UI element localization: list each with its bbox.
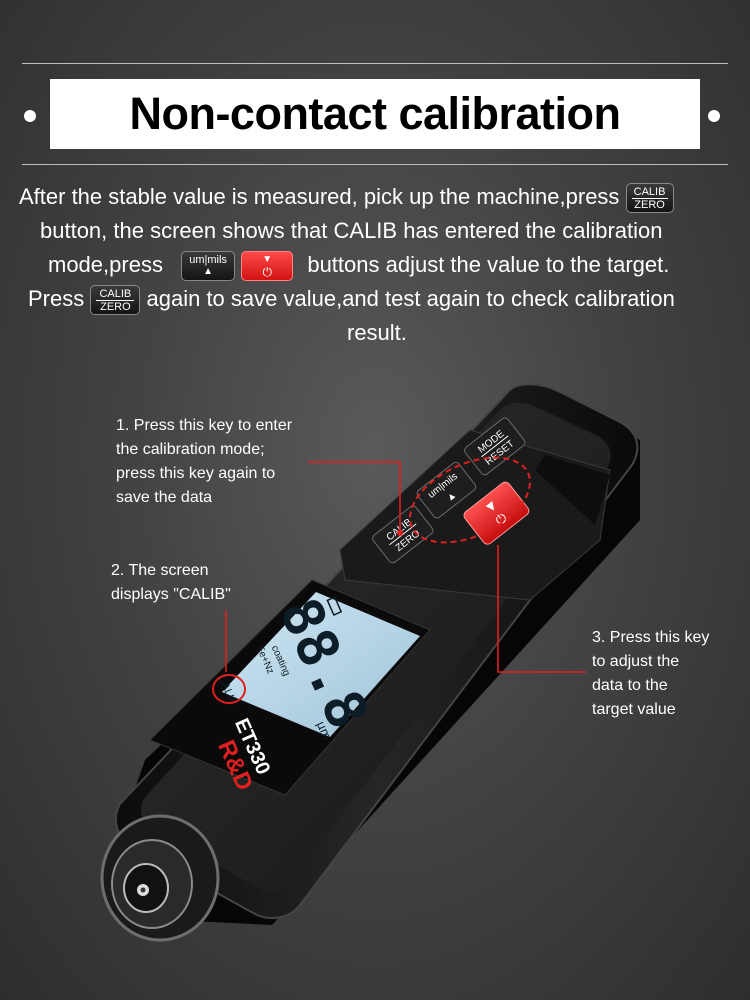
page-title: Non-contact calibration [50,79,700,149]
top-rule [22,63,728,64]
callout-3-line: 3. Press this key [592,629,710,646]
calib-zero-key-icon-2: CALIB ZERO [90,285,141,316]
bottom-rule [22,164,728,165]
calib-key-bottom-label: ZERO [631,198,668,211]
callout-3-line: to adjust the [592,653,680,670]
callout-line-3 [497,545,586,673]
callout-3-line: data to the [592,677,668,694]
left-bullet [24,110,36,122]
calib-key-bottom-label-2: ZERO [96,300,135,313]
right-bullet [708,110,720,122]
button-panel-recess [535,455,610,525]
calib-key-top-label-2: CALIB [99,288,132,301]
power-icon: ⏻ [262,265,272,280]
instruction-line1: After the stable value is measured, pick… [19,184,620,209]
callout-line-1 [308,461,401,530]
callout-2: 2. The screen displays "CALIB" [111,559,231,607]
up-arrow-icon: ▲ [203,266,214,278]
calib-highlight-circle [212,674,246,704]
callout-3: 3. Press this key to adjust the data to … [592,626,709,722]
calib-key-top-label: CALIB [633,186,666,199]
lcd-display [222,592,420,737]
power-down-key[interactable]: ▼ ⏻ [462,480,531,546]
red-down-key-icon: ▼ ⏻ [241,251,294,282]
instruction-line2: button, the screen shows that CALIB has … [40,218,663,243]
callout-1: 1. Press this key to enter the calibrati… [116,414,292,510]
mode-reset-key[interactable]: MODE RESET [463,416,526,476]
probe-head [100,814,220,942]
instruction-line3-start: mode,press [48,252,163,277]
callout-1-line: 1. Press this key to enter [116,417,293,434]
instruction-line3-end: buttons adjust the value to the target. [307,252,670,277]
battery-icon [326,596,343,617]
callout-2-line: 2. The screen [111,562,209,579]
unit-key-label: um|mils [189,254,227,267]
callout-2-line: displays "CALIB" [111,586,231,603]
calib-zero-key-icon: CALIB ZERO [625,183,674,214]
callout-1-line: press this key again to [116,465,276,482]
key-highlight-ellipse [409,456,531,544]
callout-1-line: save the data [116,489,213,506]
callout-dot-1 [397,530,403,536]
unit-up-key-icon: um|mils ▲ [181,251,236,282]
callout-1-line: the calibration mode; [116,441,265,458]
instruction-line4-start: Press [28,286,85,311]
instruction-line4-end: again to save value,and test again to ch… [146,286,675,311]
instruction-line5: result. [347,320,407,345]
callout-3-line: target value [592,701,676,718]
down-arrow-icon: ▼ [262,254,273,266]
